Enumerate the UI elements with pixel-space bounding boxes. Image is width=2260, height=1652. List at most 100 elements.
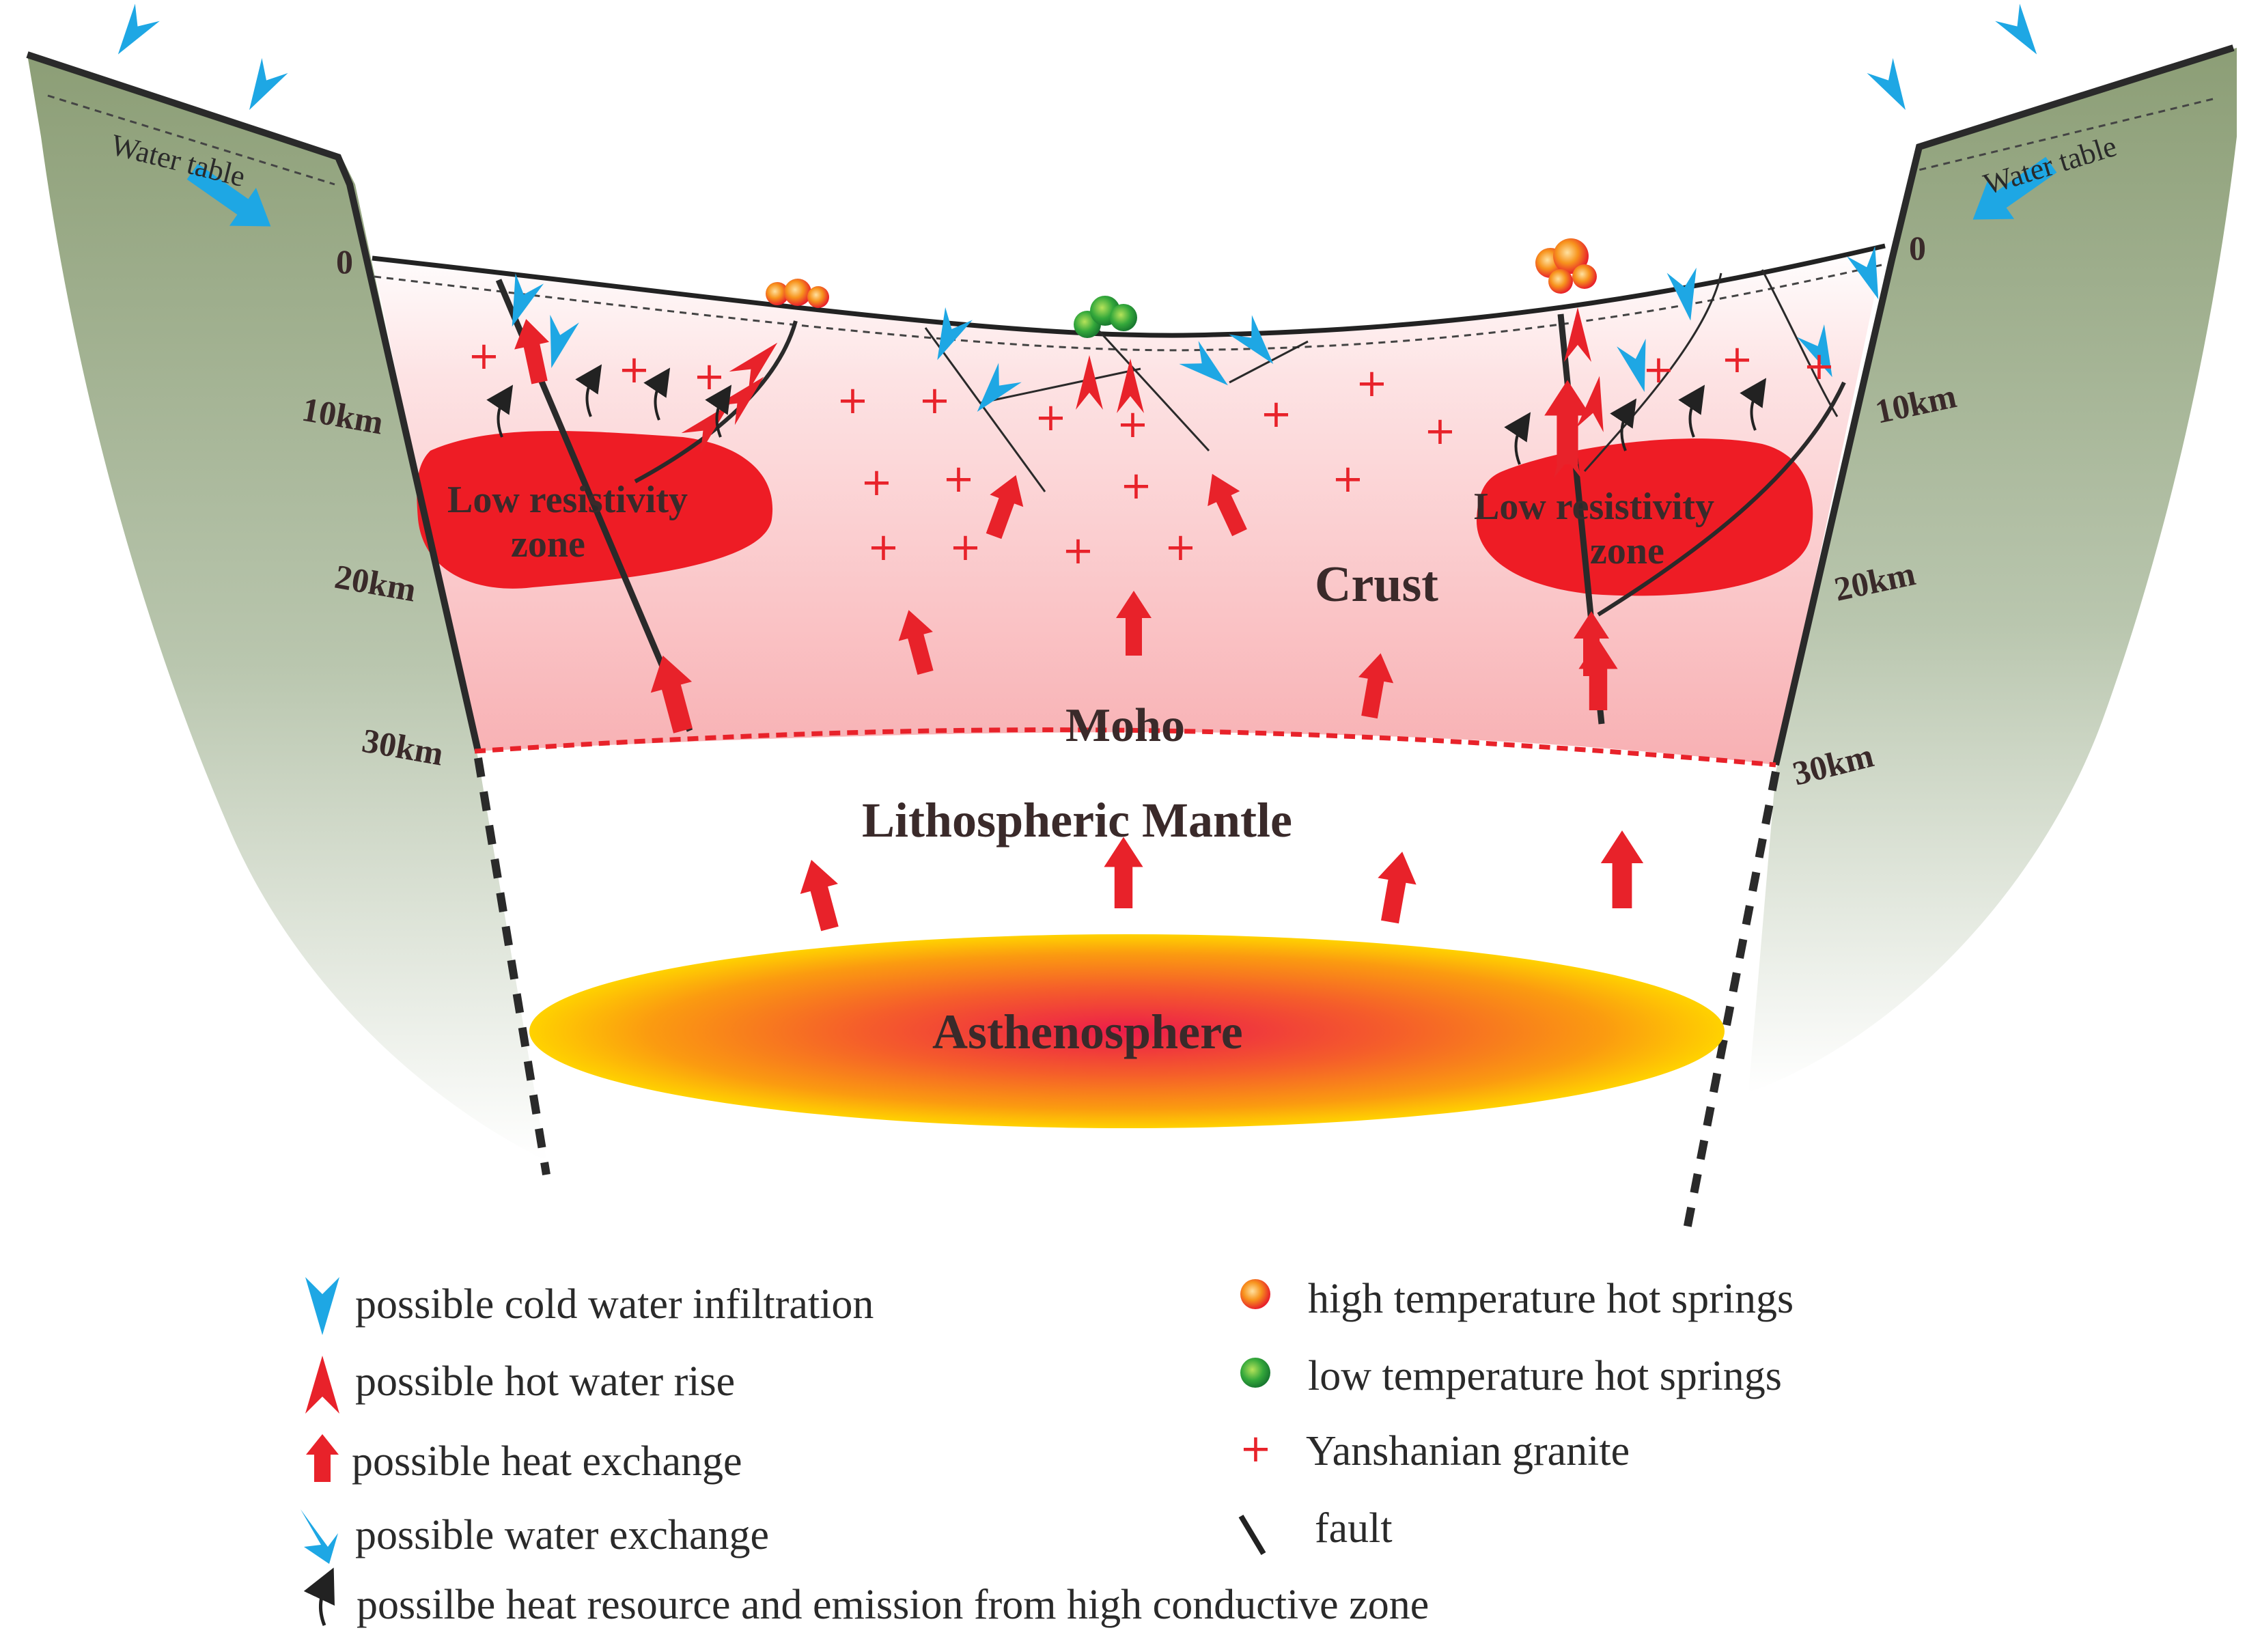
cold-water-arrow bbox=[1179, 341, 1228, 386]
cold-water-infiltration-arrow bbox=[186, 163, 271, 227]
legend-water-exchange-icon bbox=[301, 1509, 338, 1564]
granite-symbol: + bbox=[1062, 529, 1094, 573]
heat-exchange-arrow bbox=[1544, 380, 1591, 464]
cold-water-arrow bbox=[1617, 338, 1646, 392]
granite-symbol: + bbox=[949, 525, 981, 570]
legend-granite-icon: + bbox=[1240, 1427, 1272, 1471]
granite-symbol: + bbox=[468, 334, 500, 378]
legend-high-springs-text: high temperature hot springs bbox=[1308, 1276, 1794, 1322]
water-table-line-right bbox=[1915, 98, 2214, 172]
cold-water-arrow bbox=[1229, 315, 1274, 364]
granite-symbols: +++++++++++++++++++++ bbox=[468, 334, 1835, 573]
crust-label: Crust bbox=[1315, 557, 1438, 613]
heat-exchange-arrow bbox=[1378, 852, 1417, 924]
hot-water-arrow bbox=[1117, 359, 1144, 413]
high-temp-spring bbox=[1553, 238, 1589, 274]
hot-water-arrow bbox=[715, 376, 764, 425]
legend-fault-text: fault bbox=[1315, 1505, 1393, 1552]
legend-heat-exchange-text: possible heat exchange bbox=[352, 1438, 742, 1485]
heat-emission-arrows bbox=[486, 364, 1767, 465]
granite-symbol: + bbox=[1035, 395, 1067, 440]
heat-emission-arrow bbox=[705, 384, 732, 438]
heat-exchange-arrow bbox=[986, 475, 1024, 540]
hot-springs-right bbox=[1535, 238, 1597, 294]
legend: possible cold water infiltration possibl… bbox=[301, 1276, 1794, 1628]
hot-water-arrow bbox=[1076, 355, 1103, 410]
cold-water-arrow bbox=[550, 314, 579, 368]
granite-symbol: + bbox=[1120, 464, 1152, 508]
heat-exchange-arrow bbox=[514, 319, 549, 384]
granite-symbol: + bbox=[693, 354, 725, 399]
legend-low-springs-icon bbox=[1240, 1358, 1270, 1388]
hot-water-arrow bbox=[729, 342, 778, 391]
cold-water-arrow bbox=[249, 58, 288, 110]
heat-emission-arrow bbox=[575, 364, 602, 417]
depth-right-0: 0 bbox=[1909, 229, 1926, 267]
legend-fault-icon bbox=[1238, 1514, 1266, 1556]
low-resistivity-zone-right bbox=[1476, 438, 1813, 596]
cold-water-arrows bbox=[117, 3, 2057, 412]
granite-symbol: + bbox=[1721, 337, 1753, 382]
water-table-line-left bbox=[47, 94, 335, 186]
fault-right-small-2 bbox=[1761, 269, 1839, 417]
asthenosphere-label: Asthenosphere bbox=[932, 1005, 1243, 1059]
hot-water-arrow bbox=[1576, 376, 1604, 432]
low-res-right-label-1: Low resistivity bbox=[1474, 486, 1714, 528]
hot-springs-left bbox=[766, 279, 829, 308]
heat-emission-arrow bbox=[1740, 378, 1767, 431]
granite-symbol: + bbox=[1424, 409, 1456, 453]
heat-emission-arrow bbox=[1678, 384, 1705, 438]
heat-emission-arrow bbox=[1610, 398, 1637, 451]
legend-hot-water-icon bbox=[305, 1356, 339, 1414]
hot-water-arrow bbox=[1554, 423, 1581, 478]
cold-water-arrow bbox=[937, 307, 973, 361]
heat-exchange-arrow bbox=[1358, 653, 1394, 719]
heat-exchange-arrow bbox=[898, 610, 934, 675]
cold-water-arrow bbox=[117, 3, 160, 55]
legend-hot-water-text: possible hot water rise bbox=[355, 1358, 735, 1405]
legend-heat-resource-icon bbox=[303, 1567, 335, 1626]
high-temp-spring bbox=[784, 279, 811, 306]
cold-water-arrow bbox=[512, 273, 544, 327]
legend-heat-exchange-icon bbox=[306, 1434, 339, 1482]
low-res-right-label-2: zone bbox=[1590, 530, 1664, 572]
legend-cold-water-text: possible cold water infiltration bbox=[355, 1281, 874, 1328]
heat-exchange-arrow bbox=[800, 860, 839, 932]
granite-symbol: + bbox=[1356, 361, 1388, 406]
high-temp-spring bbox=[1548, 269, 1573, 294]
granite-symbol: + bbox=[618, 348, 650, 392]
right-boundary-fault bbox=[1772, 44, 2235, 766]
heat-exchange-arrow bbox=[1208, 473, 1247, 537]
heat-exchange-arrow bbox=[1104, 837, 1143, 908]
granite-symbol: + bbox=[1803, 344, 1835, 389]
heat-exchange-arrow bbox=[1116, 591, 1152, 656]
low-springs-center bbox=[1074, 296, 1137, 338]
heat-exchange-arrow bbox=[1574, 611, 1609, 676]
fault-center-cross-left bbox=[979, 367, 1141, 404]
left-boundary-dashed bbox=[474, 757, 550, 1175]
cold-water-arrow bbox=[1995, 3, 2037, 55]
low-res-left-label-2: zone bbox=[511, 523, 585, 565]
legend-water-exchange-text: possible water exchange bbox=[355, 1512, 769, 1558]
granite-symbol: + bbox=[837, 378, 869, 423]
low-temp-spring bbox=[1110, 304, 1137, 331]
granite-symbol: + bbox=[867, 525, 899, 570]
right-boundary-dashed bbox=[1683, 770, 1780, 1231]
mantle-label: Lithospheric Mantle bbox=[862, 793, 1292, 848]
heat-exchange-arrows bbox=[514, 319, 1644, 932]
legend-low-springs-text: low temperature hot springs bbox=[1308, 1353, 1782, 1399]
fault-right-small-1 bbox=[1583, 272, 1722, 472]
cold-water-arrow bbox=[1846, 246, 1879, 300]
legend-cold-water-icon bbox=[305, 1277, 339, 1335]
heat-emission-arrow bbox=[643, 367, 671, 421]
legend-high-springs-icon bbox=[1240, 1279, 1270, 1309]
hot-water-arrows bbox=[681, 307, 1604, 478]
moho-line bbox=[474, 727, 1776, 768]
heat-emission-arrow bbox=[486, 384, 514, 438]
fault-right-curved bbox=[1597, 381, 1846, 617]
granite-symbol: + bbox=[943, 457, 975, 501]
heat-exchange-arrow bbox=[650, 655, 693, 733]
fault-center-left bbox=[924, 327, 1046, 492]
left-boundary-fault bbox=[26, 51, 482, 753]
